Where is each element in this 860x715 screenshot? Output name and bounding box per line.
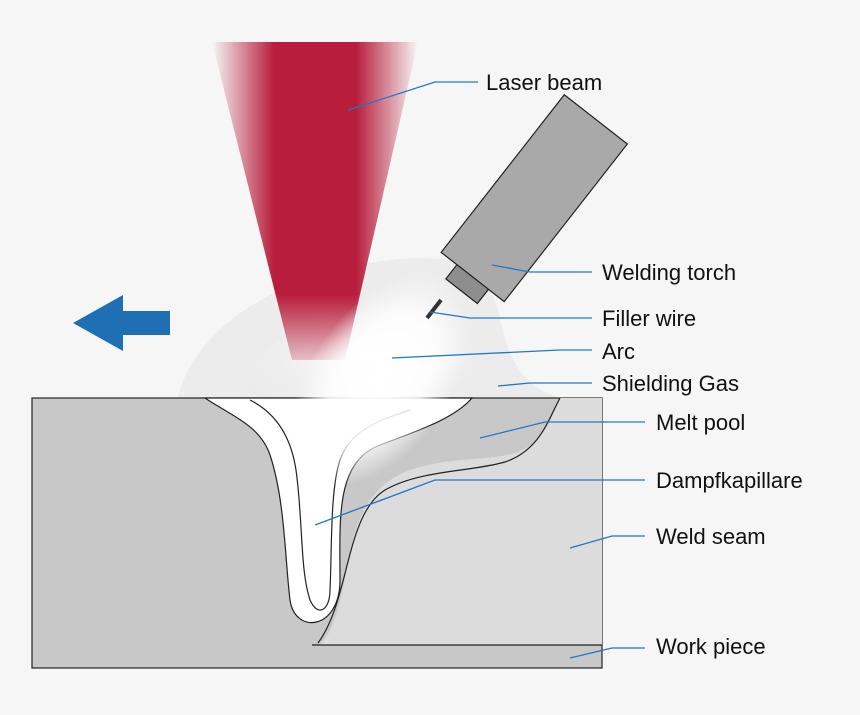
label-filler-wire: Filler wire <box>602 306 696 331</box>
filler-wire <box>425 298 443 320</box>
leader-melt-pool <box>479 421 645 439</box>
welding-torch <box>440 93 629 305</box>
leader-work-piece <box>569 647 645 659</box>
leader-shielding-gas <box>497 382 592 387</box>
laser-beam <box>212 42 418 360</box>
weld-seam-region <box>320 398 602 645</box>
weld-seam-outline <box>317 397 561 644</box>
leader-welding-torch <box>491 264 592 273</box>
leader-weld-seam <box>569 535 645 549</box>
label-work-piece: Work piece <box>656 634 766 659</box>
arrow-left-icon <box>73 295 170 351</box>
label-arc: Arc <box>602 339 635 364</box>
label-dampfkapillare: Dampfkapillare <box>656 468 803 493</box>
label-laser-beam: Laser beam <box>486 70 602 95</box>
label-melt-pool: Melt pool <box>656 410 745 435</box>
leader-laser-beam <box>347 81 478 111</box>
leader-dampfkapillare <box>314 479 645 526</box>
leader-arc <box>391 349 592 359</box>
leader-filler-wire <box>429 311 592 319</box>
label-weld-seam: Weld seam <box>656 524 766 549</box>
arc-glow <box>290 273 470 487</box>
label-welding-torch: Welding torch <box>602 260 736 285</box>
label-shielding-gas: Shielding Gas <box>602 371 739 396</box>
